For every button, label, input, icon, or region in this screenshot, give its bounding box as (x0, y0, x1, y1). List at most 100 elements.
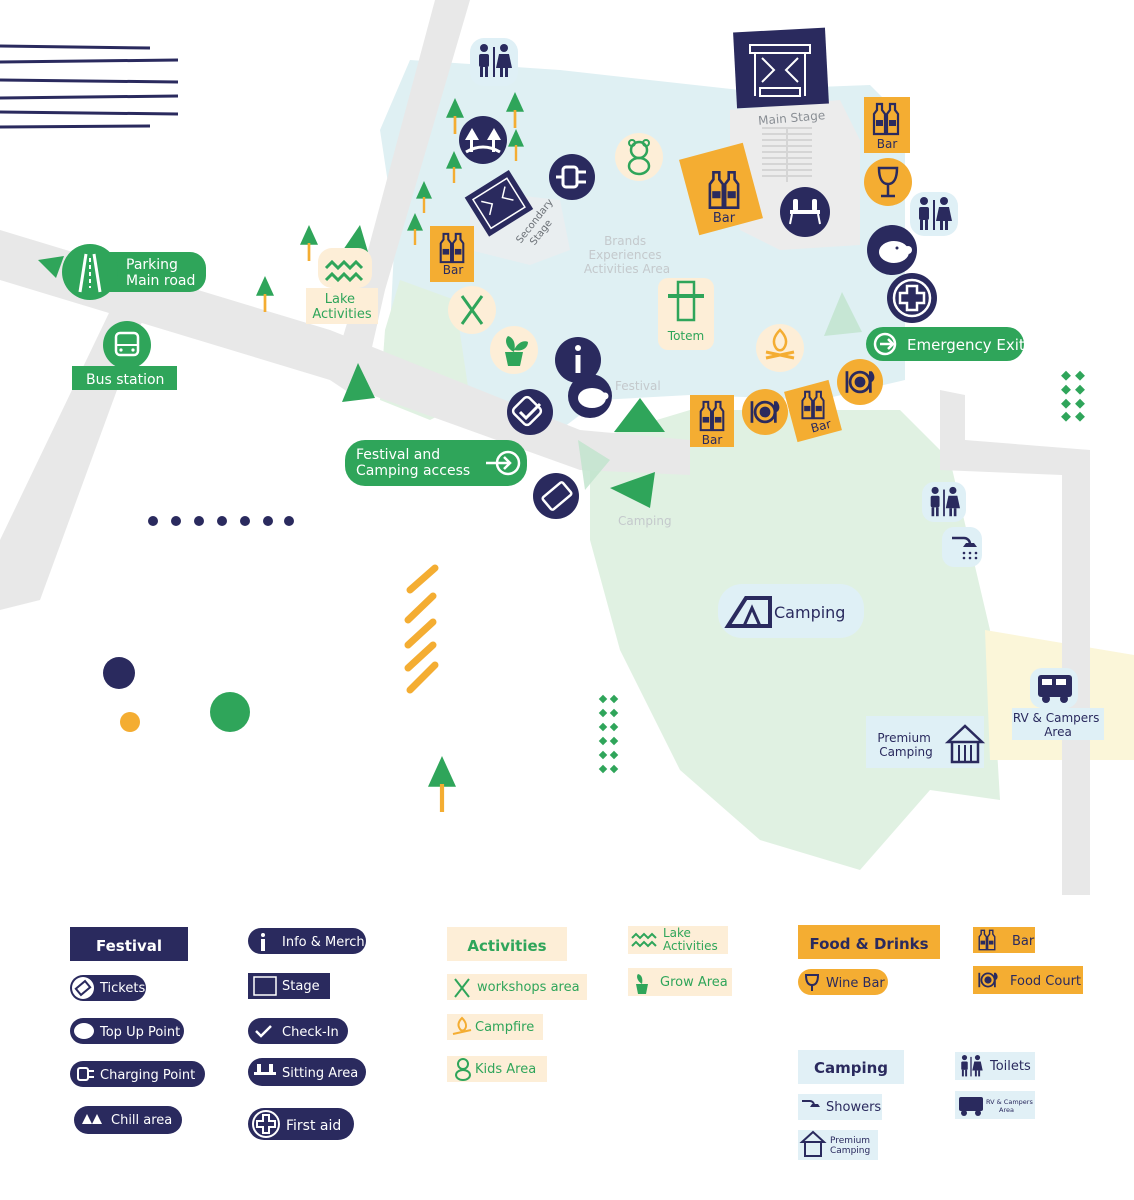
bar-badge-topright[interactable]: Bar (864, 97, 910, 153)
svg-text:Campfire: Campfire (475, 1020, 534, 1035)
charging-point-icon[interactable] (549, 154, 595, 200)
legend-workshops[interactable]: workshops area (447, 974, 587, 1000)
decor-dots (148, 516, 294, 526)
decor-navy-circle (103, 657, 135, 689)
lake-activities-badge[interactable]: Lake Activities (306, 248, 378, 324)
workshops-icon[interactable] (448, 286, 496, 334)
svg-text:Bar: Bar (1012, 934, 1035, 949)
grow-area-icon[interactable] (490, 326, 538, 374)
rv-area-label: RV & Campers Area (1013, 711, 1103, 739)
bus-station-label: Bus station (86, 372, 164, 388)
festival-access-sign[interactable]: Festival and Camping access (345, 440, 527, 486)
legend-camping-title: Camping (814, 1059, 888, 1077)
rv-area-badge[interactable]: RV & Campers Area (1012, 668, 1104, 740)
festival-access-label: Festival and Camping access (356, 447, 470, 479)
check-in-icon[interactable] (507, 389, 553, 435)
first-aid-icon[interactable] (887, 273, 937, 323)
toilets-right-icon[interactable] (910, 192, 958, 236)
legend-food-court[interactable]: Food Court (973, 966, 1083, 994)
legend-wine-bar[interactable]: Wine Bar (798, 969, 888, 995)
camping-badge-label: Camping (774, 603, 845, 622)
legend-grow-area[interactable]: Grow Area (628, 968, 732, 996)
legend-campfire[interactable]: Campfire (447, 1014, 543, 1040)
svg-text:Emergency Exit: Emergency Exit (907, 336, 1025, 354)
legend-info-merch[interactable]: Info & Merch (248, 928, 366, 954)
legend-kids-area[interactable]: Kids Area (447, 1056, 547, 1082)
campfire-icon[interactable] (756, 324, 804, 372)
wine-bar-icon[interactable] (864, 158, 912, 206)
legend-check-in[interactable]: Check-In (248, 1018, 348, 1044)
secondary-stage[interactable] (464, 170, 534, 237)
toilets-top-icon[interactable] (470, 38, 518, 86)
svg-text:Chill area: Chill area (111, 1113, 172, 1128)
tickets-icon[interactable] (533, 473, 579, 519)
legend-first-aid[interactable]: First aid (248, 1108, 354, 1140)
svg-text:Wine Bar: Wine Bar (826, 976, 885, 991)
sitting-area-icon[interactable] (780, 187, 830, 237)
svg-text:Check-In: Check-In (282, 1025, 339, 1040)
premium-camping-badge[interactable]: Premium Camping (866, 716, 986, 768)
chill-area-icon[interactable] (459, 116, 507, 164)
legend-showers[interactable]: Showers (798, 1094, 882, 1120)
food-court-icon-1[interactable] (742, 389, 788, 435)
legend-food: Food & Drinks Wine Bar Bar Food Court (798, 925, 1083, 995)
legend-activities-title: Activities (467, 937, 546, 955)
decor-green-circle (210, 692, 250, 732)
legend-festival-title: Festival (96, 937, 162, 955)
decor-zigzag (404, 564, 439, 694)
premium-camping-label: Premium Camping (877, 731, 934, 759)
food-court-icon-2[interactable] (837, 359, 883, 405)
svg-text:Grow Area: Grow Area (660, 975, 728, 990)
bar-badge-festival-left[interactable]: Bar (690, 395, 734, 447)
bar-badge-main[interactable]: Bar (679, 142, 763, 236)
legend-activities: Activities workshops area Campfire Kids … (447, 926, 732, 1082)
legend-stage[interactable]: Stage (248, 973, 330, 999)
totem-icon[interactable]: Totem (658, 278, 714, 350)
legend-sitting-area[interactable]: Sitting Area (248, 1058, 366, 1086)
legend-tickets[interactable]: Tickets (70, 975, 146, 1001)
svg-text:Bar: Bar (877, 137, 898, 151)
lake-activities-label: Lake Activities (312, 292, 372, 322)
emergency-exit-sign[interactable]: Emergency Exit (866, 327, 1025, 361)
main-stage[interactable]: Main Stage (733, 27, 829, 182)
camping-area-label: Camping (618, 514, 672, 528)
svg-text:Sitting Area: Sitting Area (282, 1066, 358, 1081)
pale-triangles (578, 292, 862, 490)
svg-text:Top Up Point: Top Up Point (99, 1025, 180, 1040)
green-triangles (38, 225, 665, 508)
top-up-point-icon-right[interactable] (867, 225, 917, 275)
brands-area-label: Brands Experiences Activities Area (584, 234, 670, 276)
main-stage-label: Main Stage (758, 108, 826, 128)
legend-bar[interactable]: Bar (973, 927, 1035, 953)
showers-icon[interactable] (942, 527, 982, 567)
svg-text:Bar: Bar (713, 211, 736, 226)
decor-green-diamonds (598, 370, 1085, 774)
svg-text:Info & Merch: Info & Merch (282, 935, 365, 950)
svg-text:Kids Area: Kids Area (475, 1062, 536, 1077)
camping-toilets-icon[interactable] (922, 482, 966, 522)
info-merch-icon[interactable] (555, 337, 601, 383)
camping-badge[interactable]: Camping (718, 584, 864, 638)
legend-toilets[interactable]: Toilets (955, 1052, 1035, 1080)
decor-orange-circle (120, 712, 140, 732)
parking-label: Parking Main road (126, 257, 195, 289)
parking-sign[interactable]: Parking Main road (62, 244, 206, 300)
bar-badge-lake[interactable]: Bar (430, 226, 474, 282)
svg-text:First aid: First aid (286, 1118, 341, 1134)
bus-station-sign[interactable]: Bus station (72, 321, 177, 390)
bar-badge-festival-right[interactable]: Bar (784, 379, 842, 443)
kids-area-icon[interactable] (615, 133, 663, 181)
legend-chill-area[interactable]: Chill area (74, 1106, 182, 1134)
svg-text:Bar: Bar (443, 263, 464, 277)
top-up-point-icon-festival[interactable] (568, 374, 612, 418)
svg-text:Stage: Stage (282, 979, 320, 994)
legend-charging-point[interactable]: Charging Point (70, 1061, 205, 1087)
legend-top-up-point[interactable]: Top Up Point (70, 1018, 184, 1044)
